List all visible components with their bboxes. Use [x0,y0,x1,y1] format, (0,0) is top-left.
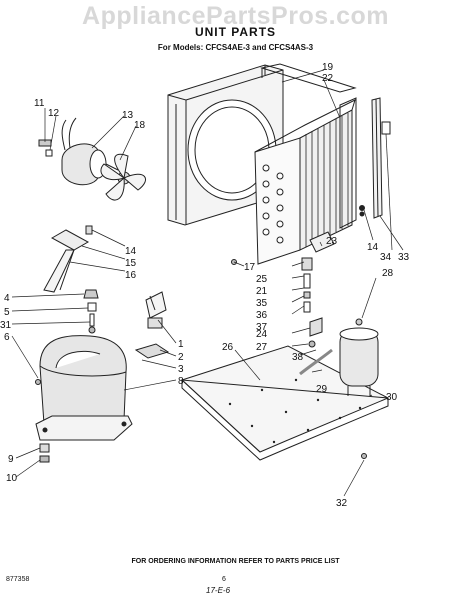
relay-overload-parts [134,291,170,359]
callout-12: 12 [48,108,60,119]
callout-11: 11 [34,98,45,109]
callout-15: 15 [125,258,137,269]
compressor [35,335,133,441]
callout-9: 9 [8,454,14,465]
callout-4: 4 [4,293,10,304]
fan-shroud-panel [167,64,284,226]
callout-21: 21 [256,286,268,297]
callout-6: 6 [4,332,10,343]
callout-25: 25 [256,274,268,285]
callout-29: 29 [316,384,328,395]
callout-32: 32 [336,498,348,509]
side-rail-bracket [359,97,391,219]
callout-1: 1 [178,339,184,350]
callout-13: 13 [122,110,134,121]
date-mark: 17-E-6 [206,586,231,595]
callout-16: 16 [125,270,137,281]
callout-36: 36 [256,310,268,321]
motor-mount-bracket [43,225,93,293]
callout-14-rail: 14 [367,242,379,253]
callout-34: 34 [380,252,392,263]
page-title: UNIT PARTS [194,25,277,39]
callout-14-motor: 14 [125,246,137,257]
callout-22: 22 [322,73,334,84]
callout-33: 33 [398,252,410,263]
compressor-feet [39,443,50,463]
callout-2: 2 [178,352,184,363]
watermark: AppliancePartsPros.com [82,2,389,30]
callout-8: 8 [178,376,184,387]
part-code: 877358 [6,576,30,583]
callout-19: 19 [322,62,334,73]
base-pan [181,345,390,461]
ordering-note: FOR ORDERING INFORMATION REFER TO PARTS … [131,558,340,565]
fan-blade [100,153,147,201]
callout-3: 3 [178,364,184,375]
callout-38: 38 [292,352,304,363]
callout-35: 35 [256,298,268,309]
mount-hardware [83,289,99,334]
callout-26: 26 [222,342,234,353]
callout-17: 17 [244,262,256,273]
condenser-coil [254,97,357,265]
screw-fasteners [35,139,367,459]
callout-5: 5 [4,307,10,318]
accumulator-tank [339,318,379,396]
callout-24: 24 [256,329,268,340]
callout-27: 27 [256,342,268,353]
callout-18: 18 [134,120,146,131]
callout-10: 10 [6,473,18,484]
page-number: 6 [222,576,226,583]
leader-lines [11,69,404,497]
callout-labels: 11 12 13 18 19 22 14 15 16 4 5 31 6 1 2 … [0,62,410,509]
model-subtitle: For Models: CFCS4AE-3 and CFCS4AS-3 [157,43,314,52]
callout-31: 31 [0,320,12,331]
tubing-fittings [299,231,335,376]
callout-28: 28 [382,268,394,279]
callout-30: 30 [386,392,398,403]
callout-37: 37 [256,322,268,333]
top-frame-rail [260,63,357,93]
callout-23: 23 [326,236,338,247]
